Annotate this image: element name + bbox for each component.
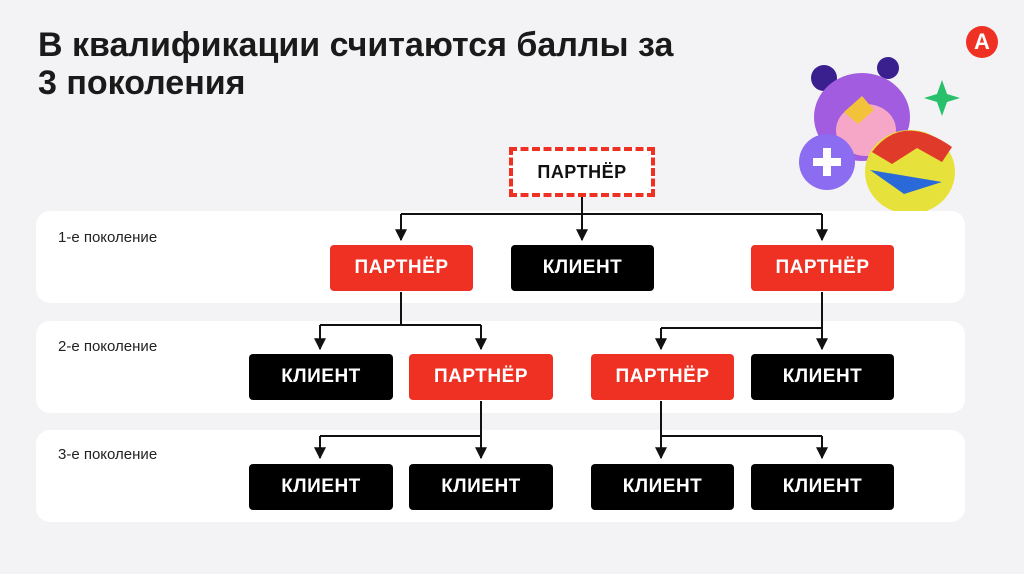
gen1-partner-node-right: ПАРТНЁР — [751, 245, 894, 291]
gen2-partner-node-1: ПАРТНЁР — [409, 354, 553, 400]
root-partner-node: ПАРТНЁР — [509, 147, 655, 197]
gen3-client-node-2: КЛИЕНТ — [409, 464, 553, 510]
gen3-client-node-3: КЛИЕНТ — [591, 464, 734, 510]
gen3-client-node-4: КЛИЕНТ — [751, 464, 894, 510]
gen1-client-node: КЛИЕНТ — [511, 245, 654, 291]
gen1-partner-node-left: ПАРТНЁР — [330, 245, 473, 291]
gen2-client-node-1: КЛИЕНТ — [249, 354, 393, 400]
gen3-client-node-1: КЛИЕНТ — [249, 464, 393, 510]
gen2-partner-node-2: ПАРТНЁР — [591, 354, 734, 400]
gen2-client-node-2: КЛИЕНТ — [751, 354, 894, 400]
